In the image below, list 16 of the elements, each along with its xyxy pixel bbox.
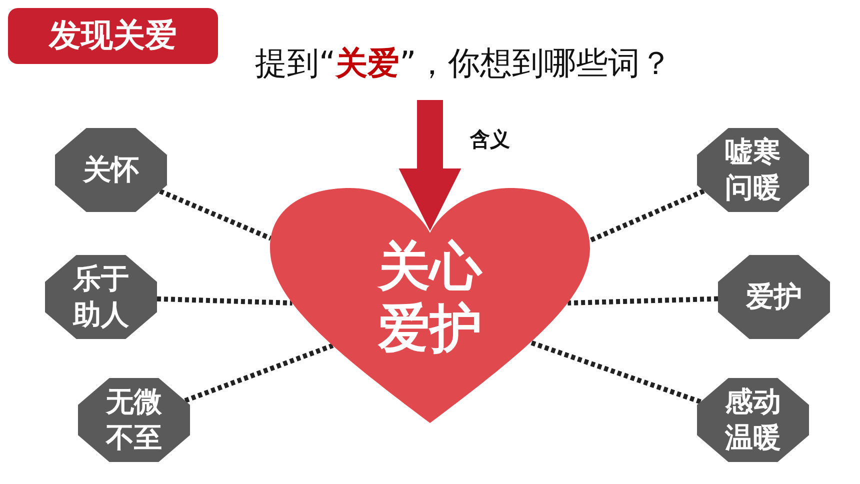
node-label: 乐于助人 <box>72 261 130 333</box>
title-banner: 发现关爱 <box>8 8 218 64</box>
node-label: 无微不至 <box>104 384 163 456</box>
heart-label: 关心爱护 <box>376 236 484 360</box>
question-text: 提到“关爱”，你想到哪些词？ <box>255 42 815 92</box>
connector-line <box>184 343 334 404</box>
connector-line <box>530 340 702 404</box>
node-label: 感动温暖 <box>724 384 782 456</box>
node-label: 爱护 <box>744 279 803 315</box>
connector-line <box>588 188 705 243</box>
connector-line <box>158 188 272 241</box>
node-label: 关怀 <box>82 152 140 188</box>
arrow <box>398 100 462 231</box>
node-label: 嘘寒问暖 <box>724 134 782 206</box>
connector-line <box>568 296 718 306</box>
connector-line <box>156 296 292 306</box>
